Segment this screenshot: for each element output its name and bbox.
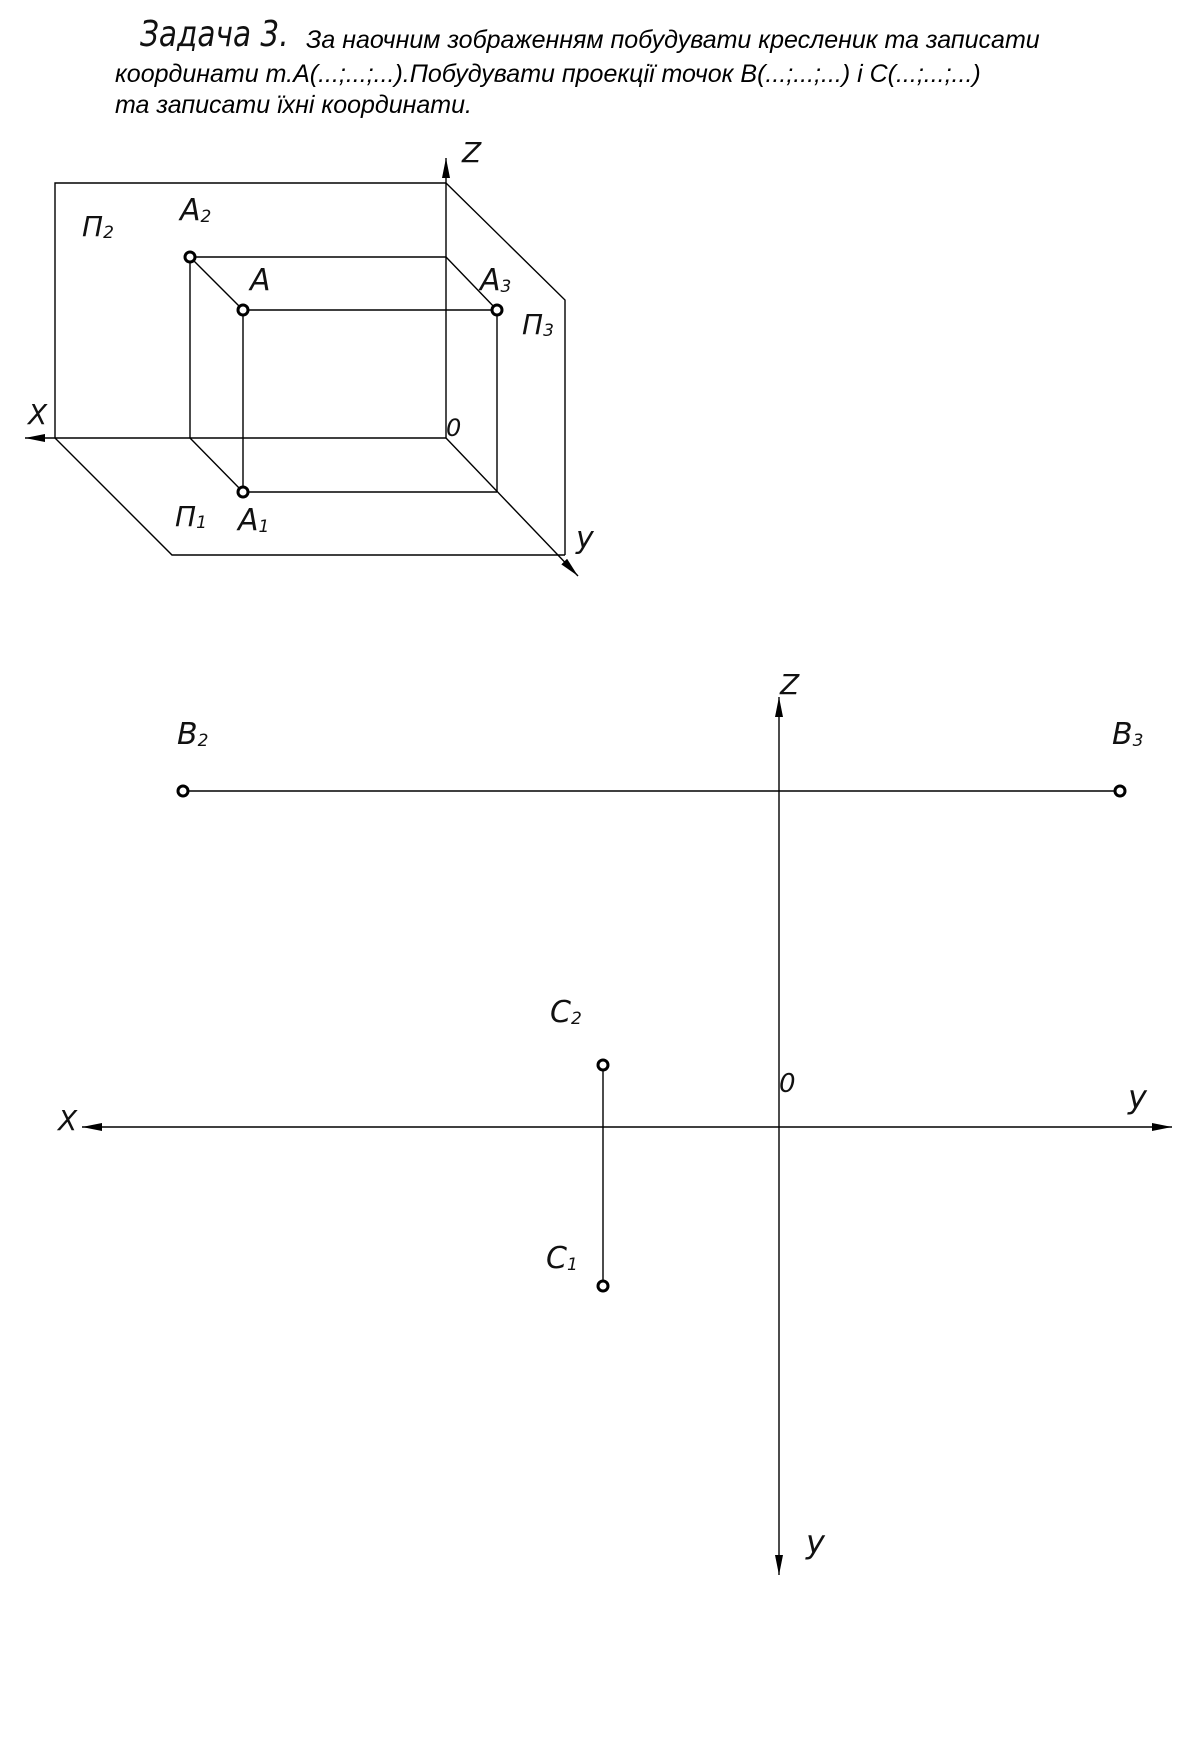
pictorial-labels: Z X y 0 П2 П3 П1 A A2 A3 A1 <box>26 136 595 556</box>
plane-p3-frame <box>445 182 566 555</box>
task-header: Задача 3. За наочним зображенням побудув… <box>0 0 1200 130</box>
orthographic-labels: Z X y y 0 B2 B3 C2 C1 <box>56 668 1148 1561</box>
label-point-c1: C1 <box>546 1241 578 1276</box>
label-x-ortho: X <box>56 1104 78 1137</box>
pictorial-view <box>25 158 579 577</box>
label-point-c2: C2 <box>550 995 582 1030</box>
label-y-down-ortho: y <box>805 1523 826 1561</box>
point-c2 <box>596 1058 610 1072</box>
proj-line-a3-down <box>445 256 498 311</box>
label-x-pictorial: X <box>26 398 48 431</box>
label-point-a1: A1 <box>236 503 269 538</box>
plane-p1-frame <box>54 437 565 556</box>
label-plane-p3: П3 <box>522 308 554 341</box>
point-a <box>236 303 250 317</box>
label-y-right-ortho: y <box>1127 1078 1148 1116</box>
task-text-line-1: За наочним зображенням побудувати кресле… <box>306 26 1040 54</box>
point-a1 <box>236 485 250 499</box>
task-text-line-2: координати т.А(...;...;...).Побудувати п… <box>115 60 981 88</box>
label-point-b3: B3 <box>1112 717 1143 752</box>
label-point-a: A <box>248 263 271 298</box>
label-origin-pictorial: 0 <box>446 414 461 442</box>
label-z-pictorial: Z <box>461 136 482 169</box>
task-text-line-3: та записати їхні координати. <box>115 91 472 119</box>
label-point-a3: A3 <box>478 263 511 298</box>
proj-line-ax-a1 <box>189 437 244 493</box>
orthographic-view <box>82 697 1172 1575</box>
axis-y-pictorial <box>445 437 579 577</box>
proj-line-a2-a <box>189 256 244 311</box>
point-c1 <box>596 1279 610 1293</box>
label-y-pictorial: y <box>575 521 595 556</box>
label-point-b2: B2 <box>177 717 208 752</box>
point-a2 <box>183 250 197 264</box>
label-point-a2: A2 <box>178 193 211 228</box>
label-plane-p1: П1 <box>175 500 207 533</box>
point-a3 <box>490 303 504 317</box>
plane-p2-frame <box>54 182 446 438</box>
label-plane-p2: П2 <box>82 210 114 243</box>
point-b3 <box>1113 784 1127 798</box>
label-origin-ortho: 0 <box>779 1069 796 1099</box>
task-number: Задача 3. <box>140 14 289 55</box>
point-b2 <box>176 784 190 798</box>
label-z-ortho: Z <box>779 668 800 701</box>
